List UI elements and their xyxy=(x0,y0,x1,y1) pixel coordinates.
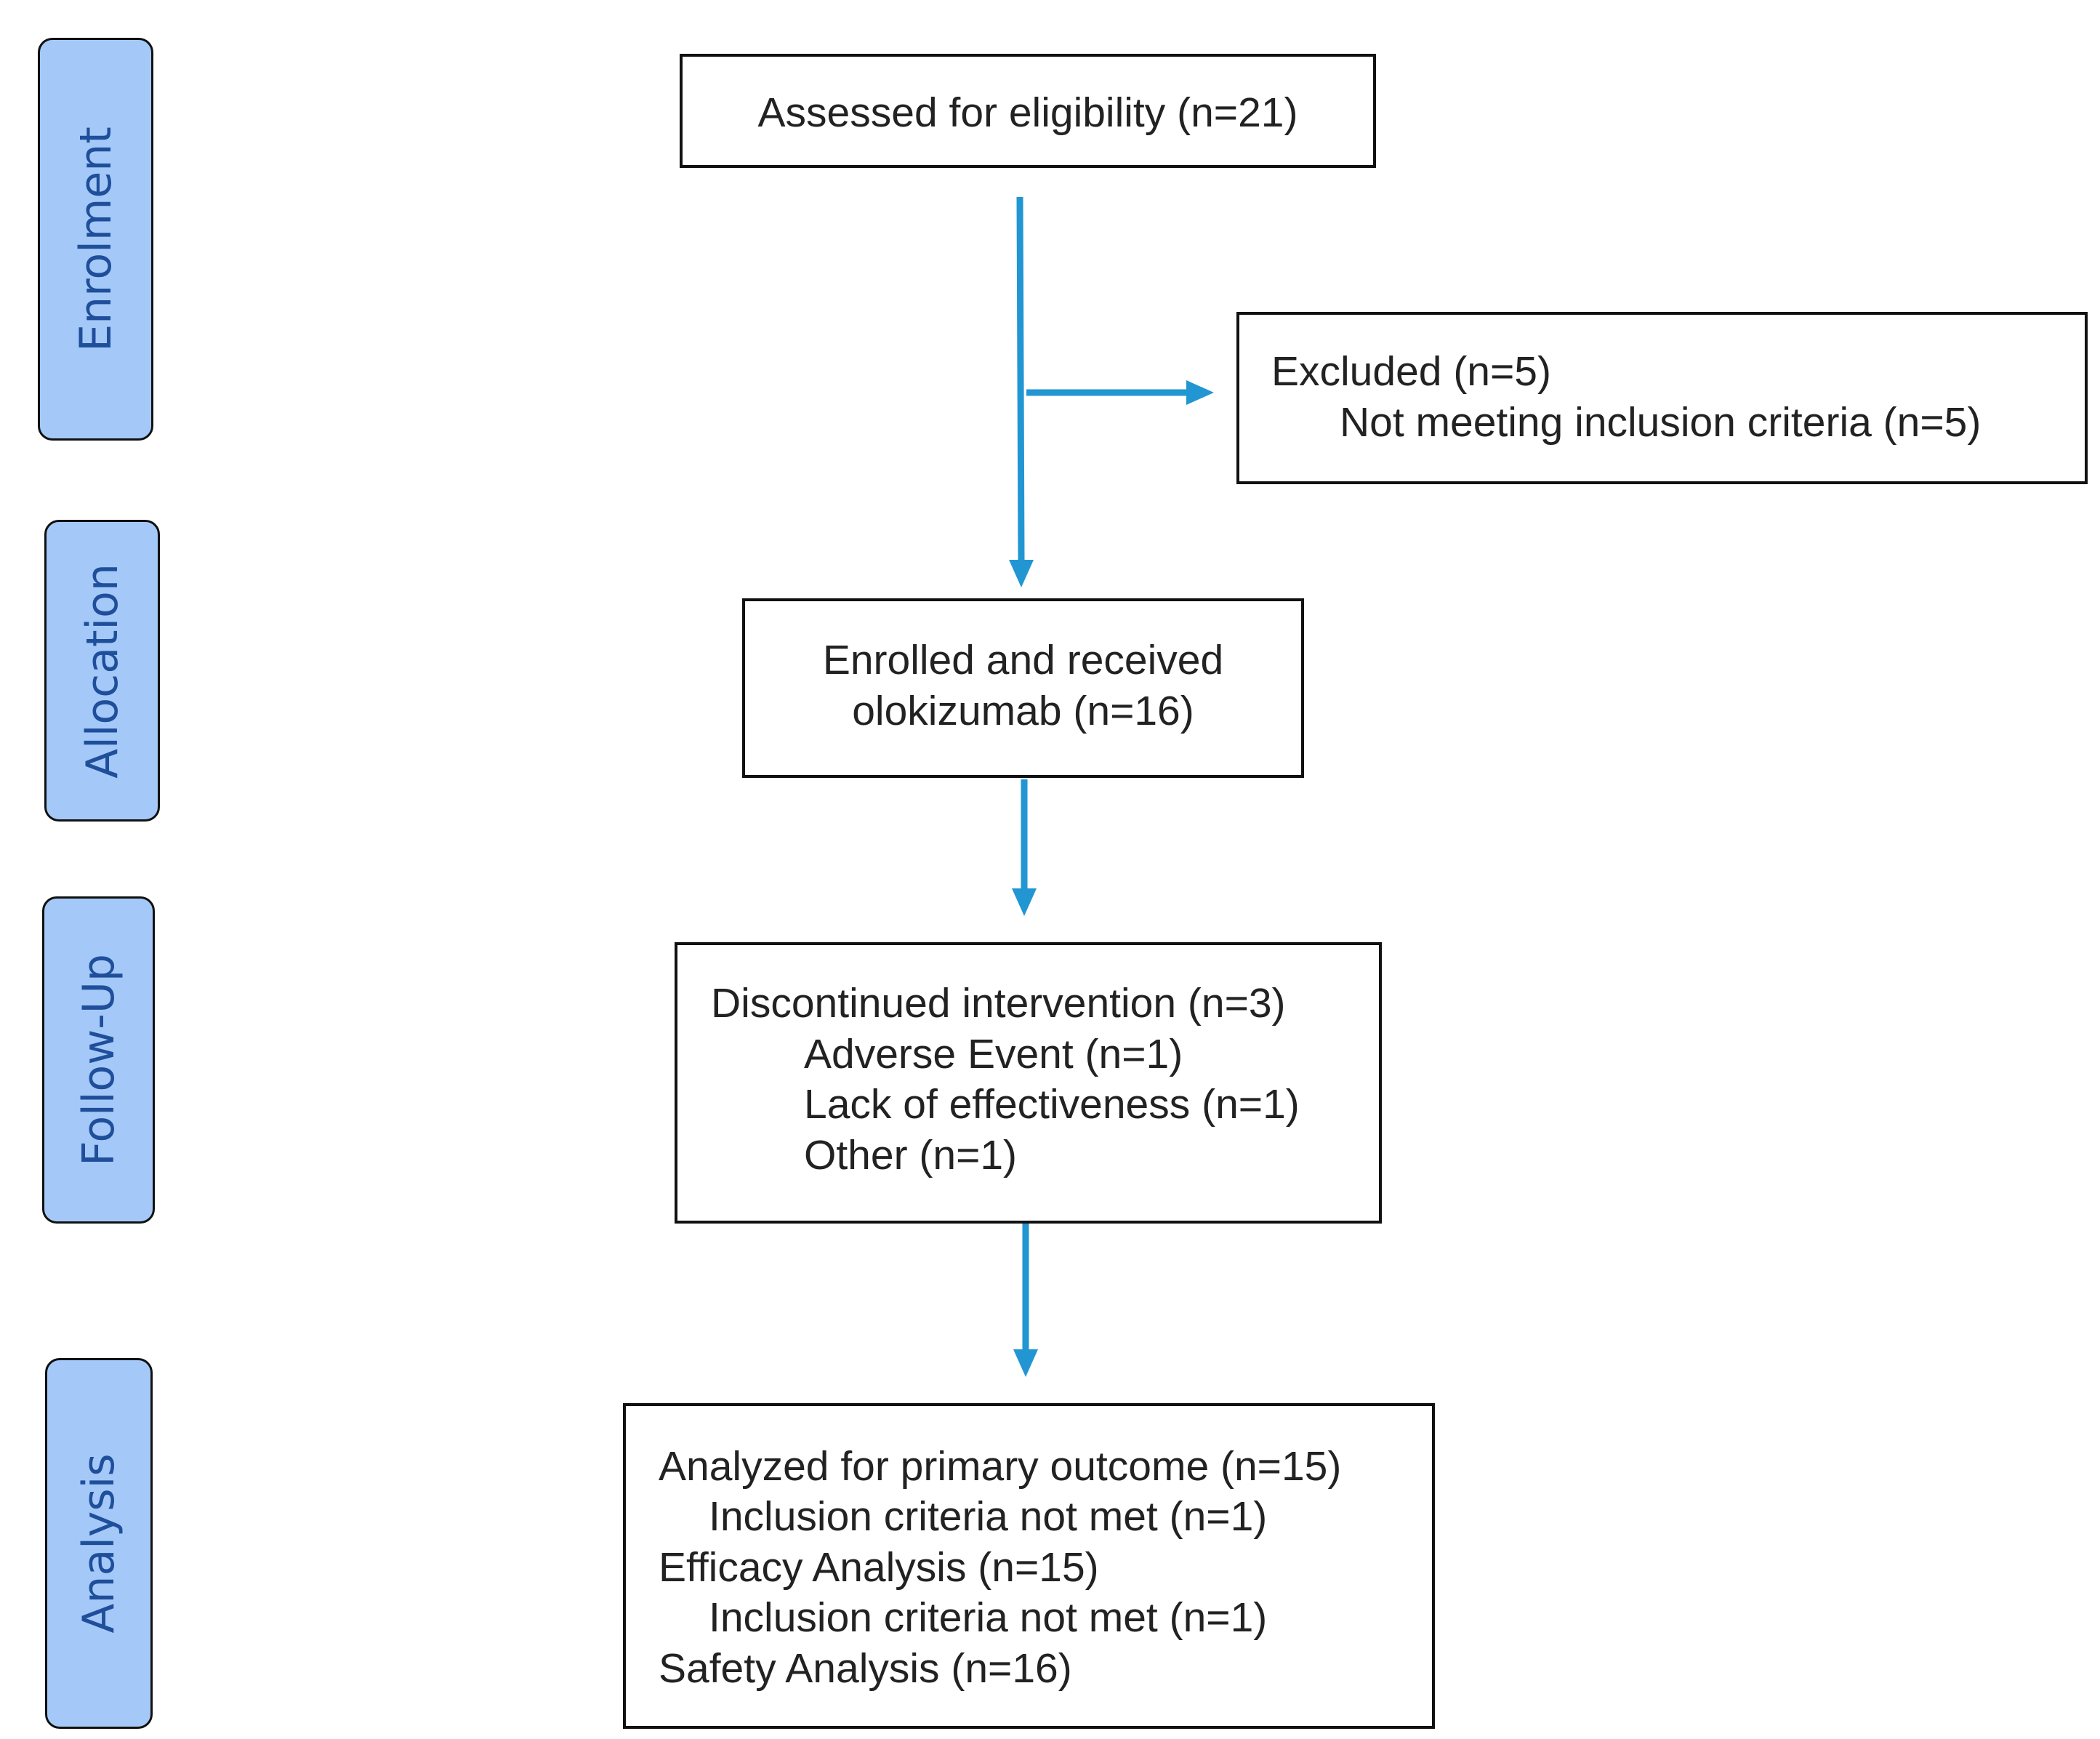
primary-outcome-text: Analyzed for primary outcome (n=15) xyxy=(659,1443,1342,1490)
safety-analysis-text: Safety Analysis (n=16) xyxy=(659,1645,1072,1692)
discontinued-box: Discontinued intervention (n=3) Adverse … xyxy=(675,942,1382,1224)
arrowhead-followup xyxy=(1012,888,1037,916)
assessed-box: Assessed for eligibility (n=21) xyxy=(680,54,1376,168)
primary-outcome-note: Inclusion criteria not met (n=1) xyxy=(709,1493,1268,1540)
discontinued-item: Lack of effectiveness (n=1) xyxy=(804,1081,1300,1128)
stage-analysis: Analysis xyxy=(45,1358,153,1729)
discontinued-item: Other (n=1) xyxy=(804,1132,1018,1178)
excluded-title: Excluded (n=5) xyxy=(1271,348,1551,395)
arrow-assessed-to-enrolled xyxy=(1016,196,1025,561)
stage-follow-up: Follow-Up xyxy=(42,896,155,1224)
enrolled-line-2: olokizumab (n=16) xyxy=(852,688,1194,734)
efficacy-analysis-text: Efficacy Analysis (n=15) xyxy=(659,1544,1099,1591)
efficacy-analysis-note: Inclusion criteria not met (n=1) xyxy=(709,1594,1268,1641)
stage-enrolment: Enrolment xyxy=(38,38,153,441)
excluded-reason: Not meeting inclusion criteria (n=5) xyxy=(1340,399,1982,446)
discontinued-title: Discontinued intervention (n=3) xyxy=(711,980,1286,1027)
discontinued-item: Adverse Event (n=1) xyxy=(804,1031,1183,1077)
stage-allocation: Allocation xyxy=(44,520,160,822)
assessed-text: Assessed for eligibility (n=21) xyxy=(757,89,1298,136)
arrowhead-analysis xyxy=(1013,1349,1038,1377)
arrowhead-enrolled xyxy=(1009,560,1034,587)
enrolled-box: Enrolled and received olokizumab (n=16) xyxy=(742,598,1304,778)
enrolled-line-1: Enrolled and received xyxy=(822,637,1224,683)
excluded-box: Excluded (n=5) Not meeting inclusion cri… xyxy=(1236,312,2088,484)
analysis-box: Analyzed for primary outcome (n=15) Incl… xyxy=(623,1403,1435,1729)
arrowhead-excluded xyxy=(1186,380,1214,405)
